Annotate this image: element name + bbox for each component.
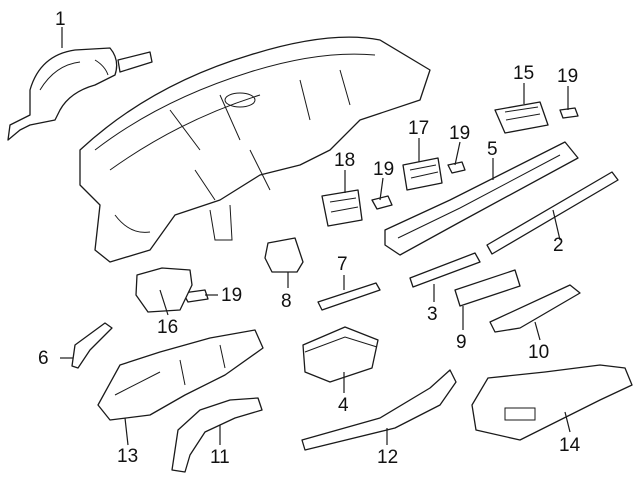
callout-11: 11 xyxy=(210,447,230,468)
trim-part-3 xyxy=(409,252,481,288)
callout-10: 10 xyxy=(528,342,550,363)
callout-12: 12 xyxy=(377,447,399,468)
callout-19-left: 19 xyxy=(373,159,395,180)
callout-16: 16 xyxy=(157,317,179,338)
callout-6: 6 xyxy=(38,348,49,369)
callout-17: 17 xyxy=(408,118,430,139)
callout-19-low: 19 xyxy=(221,285,243,306)
callout-7: 7 xyxy=(337,254,348,275)
clip-part-19-low xyxy=(182,289,209,303)
airbag-part-4 xyxy=(302,326,379,383)
pad-part-7 xyxy=(317,282,381,311)
column-shroud-part-11 xyxy=(171,397,263,473)
callout-19-top: 19 xyxy=(557,66,579,87)
knee-trim-part-12 xyxy=(301,369,457,451)
callout-18: 18 xyxy=(334,150,356,171)
trim-part-10 xyxy=(489,284,581,333)
trim-strip-part-2 xyxy=(486,171,619,255)
callout-2: 2 xyxy=(553,235,564,256)
callout-4: 4 xyxy=(338,395,349,416)
vent-part-18 xyxy=(321,189,363,227)
clip-part-19-left xyxy=(371,195,393,210)
callout-3: 3 xyxy=(427,304,438,325)
leader-lines xyxy=(60,27,571,446)
clip-part-19-top xyxy=(559,107,579,119)
center-trim-part-5 xyxy=(384,141,579,256)
panel-part-9 xyxy=(454,269,521,307)
callout-19-mid: 19 xyxy=(449,123,471,144)
callout-8: 8 xyxy=(281,291,292,312)
callout-9: 9 xyxy=(456,332,467,353)
callout-1: 1 xyxy=(55,9,66,30)
bracket-part-8 xyxy=(264,237,304,273)
callout-13: 13 xyxy=(117,446,139,467)
glovebox-panel-part-14 xyxy=(471,364,633,441)
dashboard-carrier-part xyxy=(79,36,431,263)
vent-part-17 xyxy=(402,157,443,191)
vent-part-16 xyxy=(135,267,193,313)
clip-part-19-mid xyxy=(447,161,466,174)
instrument-cluster-part xyxy=(7,47,153,141)
callout-14: 14 xyxy=(559,435,581,456)
trim-part-6 xyxy=(71,322,113,369)
callout-15: 15 xyxy=(513,63,535,84)
callout-5: 5 xyxy=(487,139,498,160)
